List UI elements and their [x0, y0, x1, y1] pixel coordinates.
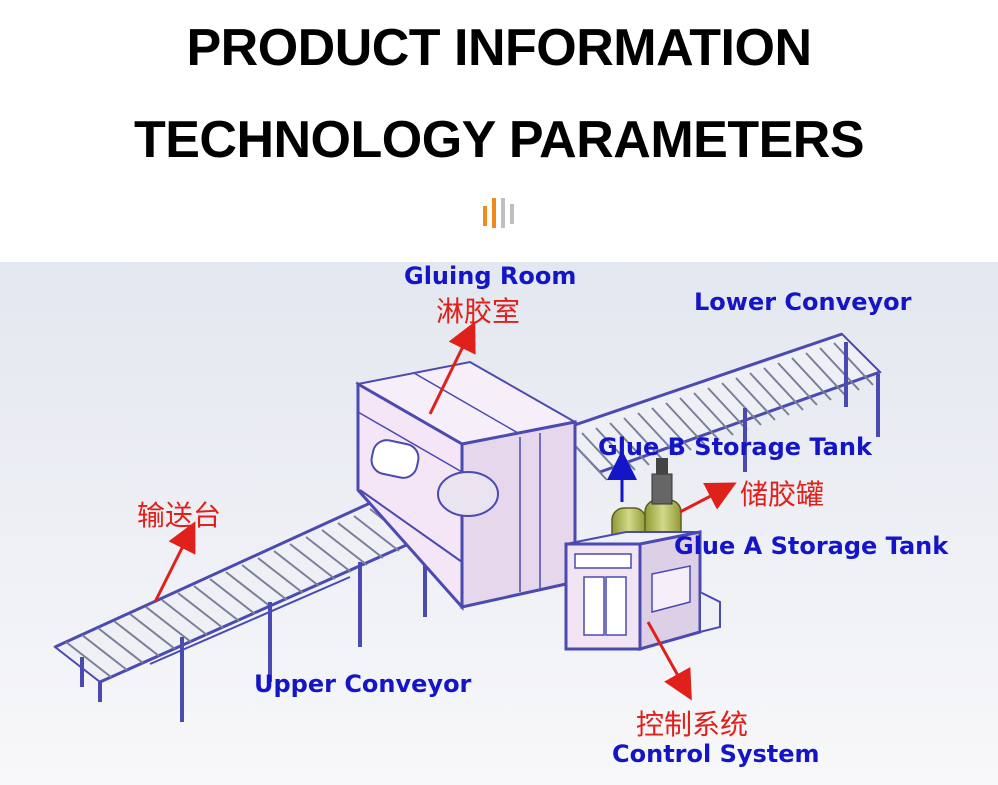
storage-tank-cn-label: 储胶罐: [740, 478, 825, 511]
upper-conveyor-label: Upper Conveyor: [254, 670, 472, 698]
control-system-label: Control System: [612, 740, 820, 768]
storage-tank-arrow: [679, 482, 737, 514]
gluing-room: [355, 360, 578, 611]
lower-conveyor: [558, 332, 882, 481]
page-title: PRODUCT INFORMATION: [186, 19, 812, 77]
glue-a-tank-label: Glue A Storage Tank: [674, 532, 949, 560]
divider-bars-icon: [483, 198, 514, 228]
lower-conveyor-label: Lower Conveyor: [694, 288, 912, 316]
conveyor-table-arrow: [153, 521, 196, 603]
page-subtitle: TECHNOLOGY PARAMETERS: [133, 111, 865, 169]
glue-b-tank-label: Glue B Storage Tank: [598, 433, 872, 461]
machine-diagram: [0, 262, 998, 785]
conveyor-table-cn-label: 输送台: [137, 499, 222, 532]
gluing-room-cn-label: 淋胶室: [436, 295, 521, 328]
control-system-arrow: [646, 621, 692, 701]
control-system-cn-label: 控制系统: [636, 708, 749, 741]
gluing-room-label: Gluing Room: [404, 262, 577, 290]
control-system-cabinet: [564, 530, 721, 651]
gluing-room-arrow: [428, 321, 476, 415]
